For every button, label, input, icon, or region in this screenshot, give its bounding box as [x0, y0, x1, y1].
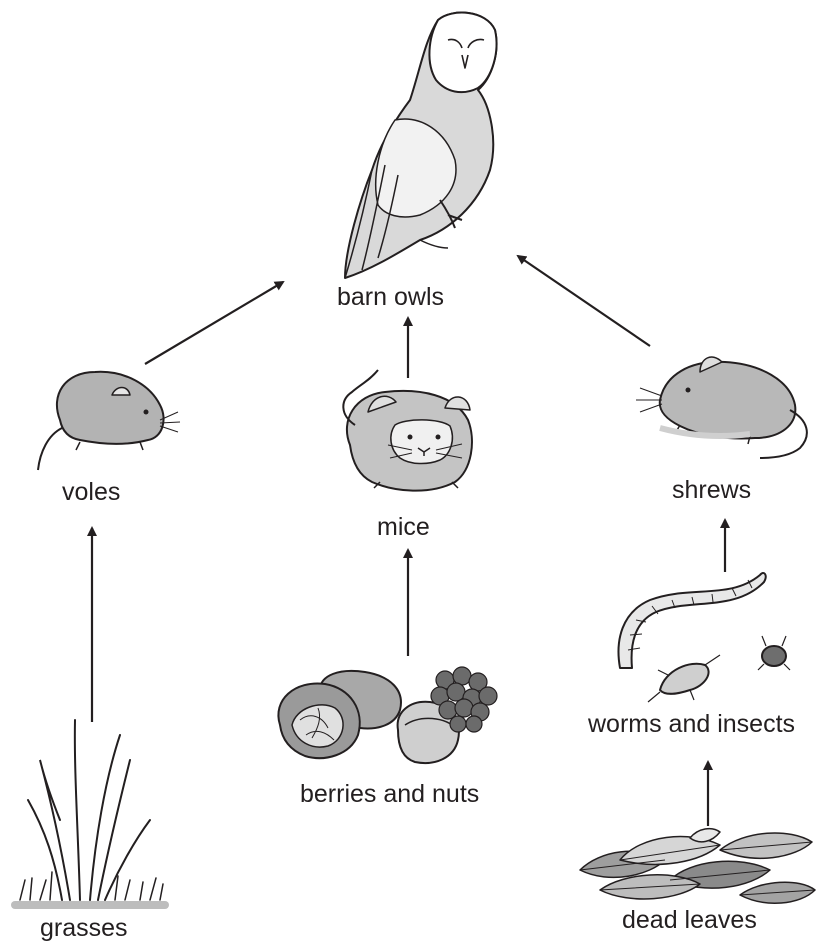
shrew-icon — [636, 357, 807, 458]
dead-leaves-icon — [580, 829, 815, 904]
label-grasses: grasses — [40, 916, 128, 941]
label-barn-owls: barn owls — [337, 285, 444, 310]
vole-icon — [38, 372, 180, 470]
arrow-shrews-to-barn-owls — [518, 256, 650, 346]
label-mice: mice — [377, 515, 430, 540]
label-worms-and-insects: worms and insects — [588, 712, 795, 737]
worm-and-insects-icon — [619, 573, 790, 702]
grass-icon — [15, 720, 165, 905]
label-berries-and-nuts: berries and nuts — [300, 782, 479, 807]
label-dead-leaves: dead leaves — [622, 908, 757, 933]
mouse-icon — [343, 370, 472, 491]
label-shrews: shrews — [672, 478, 751, 503]
label-voles: voles — [62, 480, 120, 505]
berries-and-nuts-icon — [278, 667, 497, 763]
arrow-voles-to-barn-owls — [145, 282, 283, 364]
barn-owl-icon — [345, 13, 496, 278]
